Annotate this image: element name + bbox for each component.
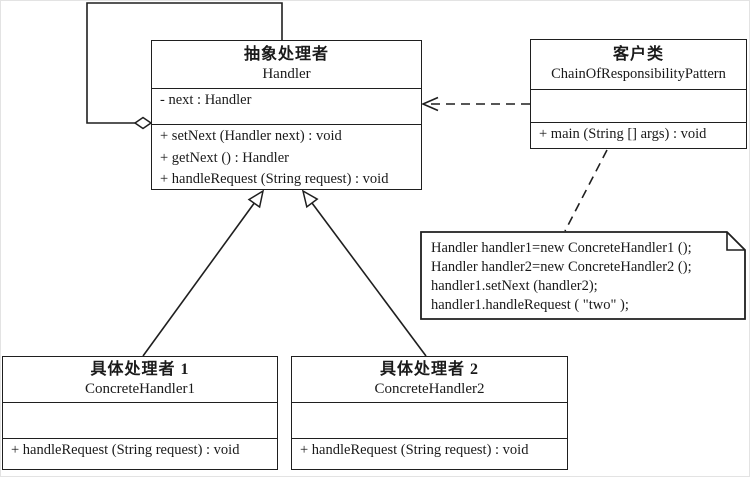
class-client-header: 客户类 ChainOfResponsibilityPattern xyxy=(531,40,746,90)
aggregation-diamond-icon xyxy=(133,116,153,130)
class-handler-header: 抽象处理者 Handler xyxy=(152,41,421,89)
class-concrete-handler-2-attributes xyxy=(292,403,567,438)
attribute-row: - next : Handler xyxy=(160,92,252,108)
class-handler-name-cn: 抽象处理者 xyxy=(243,46,329,64)
class-handler-methods: + setNext (Handler next) : void + getNex… xyxy=(152,124,421,188)
class-client-attributes xyxy=(531,90,746,122)
class-concrete-handler-2: 具体处理者 2 ConcreteHandler2 + handleRequest… xyxy=(291,356,568,470)
class-client: 客户类 ChainOfResponsibilityPattern + main … xyxy=(530,39,747,149)
class-concrete-handler-2-header: 具体处理者 2 ConcreteHandler2 xyxy=(292,357,567,403)
code-note-line: Handler handler1=new ConcreteHandler1 ()… xyxy=(431,240,692,256)
code-note: Handler handler1=new ConcreteHandler1 ()… xyxy=(421,232,745,319)
generalization-arrowhead-1-icon xyxy=(247,189,265,209)
generalization-arrowhead-2-icon xyxy=(301,189,319,209)
method-row: + handleRequest (String request) : void xyxy=(160,171,389,188)
dependency-arrowhead-icon xyxy=(420,96,439,112)
code-note-line: handler1.handleRequest ( "two" ); xyxy=(431,297,629,313)
method-row: + handleRequest (String request) : void xyxy=(11,442,240,458)
class-handler-name-en: Handler xyxy=(262,66,311,83)
note-shape xyxy=(420,231,746,320)
class-concrete-handler-1-methods: + handleRequest (String request) : void xyxy=(3,438,277,468)
method-row: + getNext () : Handler xyxy=(160,149,289,166)
method-row: + handleRequest (String request) : void xyxy=(300,442,529,458)
class-handler-attributes: - next : Handler xyxy=(152,89,421,124)
class-client-methods: + main (String [] args) : void xyxy=(531,122,746,147)
code-note-line: Handler handler2=new ConcreteHandler2 ()… xyxy=(431,259,692,275)
class-concrete-handler-2-name-cn: 具体处理者 2 xyxy=(379,361,479,379)
class-client-name-en: ChainOfResponsibilityPattern xyxy=(551,66,726,83)
class-concrete-handler-1-name-cn: 具体处理者 1 xyxy=(90,361,190,379)
generalization-line-1 xyxy=(142,202,255,357)
self-association-line xyxy=(86,2,283,124)
class-client-name-cn: 客户类 xyxy=(612,46,664,64)
generalization-line-2 xyxy=(311,202,427,357)
class-concrete-handler-2-name-en: ConcreteHandler2 xyxy=(374,381,485,398)
method-row: + main (String [] args) : void xyxy=(539,126,707,142)
code-note-line: handler1.setNext (handler2); xyxy=(431,278,598,294)
class-concrete-handler-2-methods: + handleRequest (String request) : void xyxy=(292,438,567,468)
class-concrete-handler-1-header: 具体处理者 1 ConcreteHandler1 xyxy=(3,357,277,403)
note-anchor-line xyxy=(564,149,608,232)
method-row: + setNext (Handler next) : void xyxy=(160,128,342,144)
note-dogear-icon xyxy=(726,232,745,251)
class-concrete-handler-1-attributes xyxy=(3,403,277,438)
class-handler: 抽象处理者 Handler - next : Handler + setNext… xyxy=(151,40,422,190)
class-concrete-handler-1-name-en: ConcreteHandler1 xyxy=(85,381,195,398)
class-concrete-handler-1: 具体处理者 1 ConcreteHandler1 + handleRequest… xyxy=(2,356,278,470)
